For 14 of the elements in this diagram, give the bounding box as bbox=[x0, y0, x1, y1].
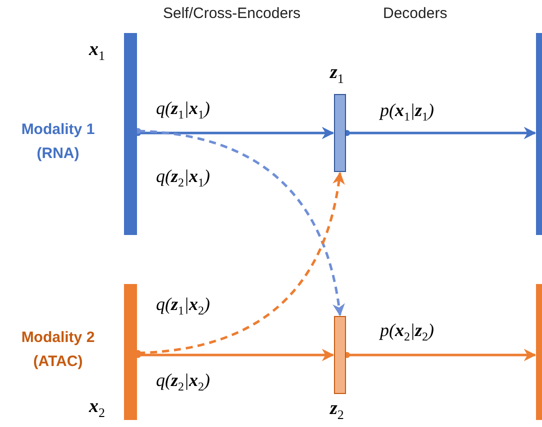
arrow bbox=[344, 126, 536, 140]
variable-label: x$_{1}$ bbox=[89, 39, 105, 64]
arrow bbox=[135, 172, 344, 356]
variable-label: x$_{2}$ bbox=[89, 396, 105, 421]
column-heading: Decoders bbox=[383, 5, 448, 22]
arrow bbox=[344, 348, 536, 362]
arrow bbox=[135, 126, 334, 140]
arrow bbox=[135, 348, 334, 362]
column-heading: Self/Cross-Encoders bbox=[163, 5, 301, 22]
arrow bbox=[135, 128, 344, 316]
variable-label: z$_{1}$ bbox=[330, 62, 344, 87]
variable-label: z$_{2}$ bbox=[330, 398, 344, 423]
modality-label: Modality 2 (ATAC) bbox=[20, 328, 96, 372]
modality-label: Modality 1 (RNA) bbox=[20, 120, 96, 164]
